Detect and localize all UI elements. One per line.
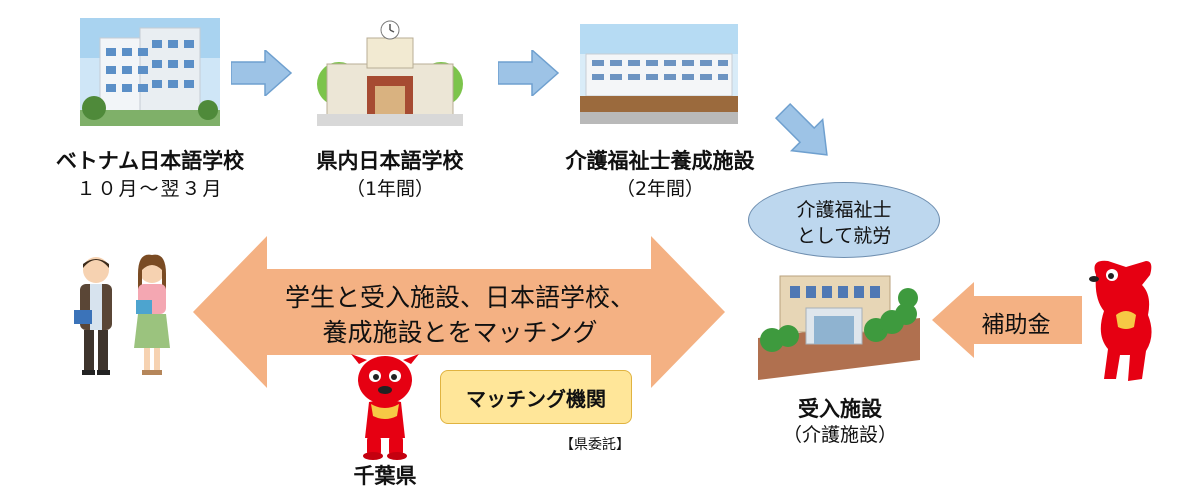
facility-sub: （介護施設）: [782, 424, 897, 446]
facility-title: 受入施設: [798, 397, 882, 421]
matching-double-arrow: [193, 236, 725, 388]
flow-arrow-1: [231, 50, 293, 96]
subsidy-arrow: [932, 282, 1082, 358]
flow-arrow-2: [498, 50, 560, 96]
bubble-line-1: 介護福祉士: [796, 199, 892, 221]
chibakun-side-mascot: [1086, 255, 1158, 385]
step2-title: 県内日本語学校: [316, 149, 464, 173]
care-training-school-image: [580, 24, 738, 124]
prefecture-label: 千葉県: [353, 464, 417, 488]
vietnam-school-image: [80, 18, 220, 126]
matching-text-line-2: 養成施設とをマッチング: [322, 318, 598, 347]
matching-org-note: 【県委託】: [560, 437, 630, 453]
step3-period: （2年間）: [615, 178, 705, 200]
flow-arrow-3: [770, 98, 840, 168]
prefecture-school-image: [317, 14, 463, 126]
matching-text-line-1: 学生と受入施設、日本語学校、: [284, 283, 635, 312]
matching-org-label: マッチング機関: [466, 386, 606, 411]
employment-bubble: 介護福祉士 として就労: [748, 182, 940, 258]
subsidy-label: 補助金: [981, 312, 1051, 338]
step1-title: ベトナム日本語学校: [55, 149, 245, 173]
matching-org-box: マッチング機関: [440, 370, 632, 424]
step3-title: 介護福祉士養成施設: [565, 149, 755, 173]
chibakun-mascot: [345, 352, 425, 460]
step1-period: １０月～翌３月: [76, 178, 224, 200]
students-illustration: [66, 252, 184, 382]
bubble-line-2: として就労: [796, 225, 892, 247]
care-facility-image: [758, 268, 920, 380]
step2-period: （1年間）: [345, 178, 435, 200]
